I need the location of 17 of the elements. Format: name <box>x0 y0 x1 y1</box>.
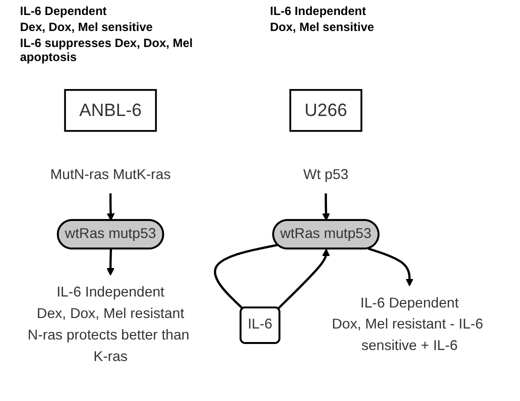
node-text: IL-6 Independent Dex, Dox, Mel resistant N-ras protects better than K-ras <box>28 285 190 364</box>
bullet-text: Dox, Mel sensitive <box>270 20 376 34</box>
node-text: IL-6 Dependent Dox, Mel resistant - IL-6 sensitive + IL-6 <box>332 296 484 354</box>
arrow <box>368 248 414 286</box>
connector <box>214 244 278 310</box>
node-text: Wt p53 <box>303 167 348 183</box>
arrow <box>322 193 330 221</box>
node-box: ANBL-6 <box>64 89 157 132</box>
bullet-text: IL-6 Dependent <box>20 4 108 18</box>
arrow <box>277 248 330 310</box>
arrow <box>106 248 114 276</box>
node-text: MutN-ras MutK-ras <box>50 167 171 183</box>
node-box: U266 <box>289 89 362 132</box>
bullet-text: IL-6 Independent <box>270 4 367 18</box>
bullet-text: IL-6 suppresses Dex, Dox, Mel apoptosis <box>20 36 194 64</box>
arrow <box>106 193 115 221</box>
bullet-text: Dex, Dox, Mel sensitive <box>20 20 154 34</box>
